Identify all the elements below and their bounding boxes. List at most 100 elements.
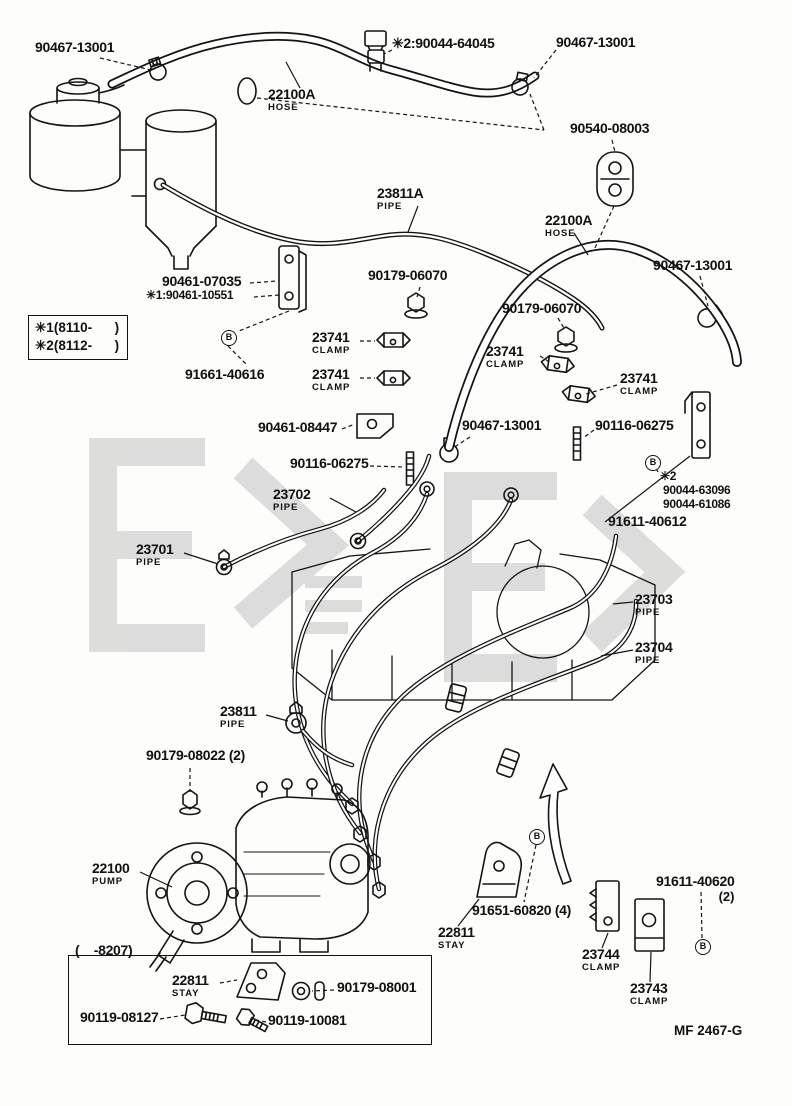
part-number: 90116-06275 bbox=[595, 417, 674, 433]
part-qty: (2) bbox=[718, 888, 735, 904]
part-label-star2: ✳2 bbox=[660, 470, 676, 483]
range-text: ( -8207) bbox=[75, 942, 133, 958]
part-label-91661-40616: 91661-40616 bbox=[185, 366, 265, 382]
part-number: 90467-13001 bbox=[556, 34, 636, 50]
early-production-group-box bbox=[68, 955, 432, 1045]
part-number: 23741 bbox=[486, 343, 524, 359]
part-label-90179-06070-b: 90179-06070 bbox=[502, 300, 582, 316]
part-name: CLAMP bbox=[620, 385, 659, 397]
part-number: 91611-40620 bbox=[656, 873, 735, 889]
stud-left bbox=[405, 451, 415, 486]
part-number: 23741 bbox=[620, 370, 658, 386]
part-label-90116-06275-left: 90116-06275 bbox=[290, 455, 369, 471]
part-label-90116-06275-right: 90116-06275 bbox=[595, 417, 674, 433]
callout-marker-b-3: B bbox=[529, 829, 545, 845]
part-name: CLAMP bbox=[582, 961, 621, 973]
watermark bbox=[89, 438, 686, 682]
part-name: STAY bbox=[438, 939, 466, 951]
fuel-filter bbox=[29, 77, 257, 270]
stay-22811-lower bbox=[236, 962, 286, 1001]
applicability-note-box: ✳1(8110- ) ✳2(8112- ) bbox=[28, 315, 129, 361]
part-label-90461-07035: 90461-07035 bbox=[162, 273, 242, 289]
hose-22100a-right bbox=[444, 239, 742, 452]
stay-22811-upper bbox=[476, 841, 523, 898]
hose-joint bbox=[364, 30, 387, 72]
part-number: 90116-06275 bbox=[290, 455, 369, 471]
part-label-90461-10551: ✳1:90461-10551 bbox=[146, 288, 234, 302]
part-number: 91661-40616 bbox=[185, 366, 265, 382]
injection-pipes bbox=[215, 453, 639, 892]
part-name: CLAMP bbox=[630, 995, 669, 1007]
part-label-90467-13001-top-left: 90467-13001 bbox=[35, 39, 115, 55]
pipe-23811a bbox=[160, 182, 605, 331]
part-label-90179-08022: 90179-08022 (2) bbox=[146, 748, 245, 763]
part-label-90461-08447: 90461-08447 bbox=[258, 420, 338, 435]
part-number: 22100A bbox=[545, 212, 593, 228]
part-number: 23811A bbox=[377, 185, 424, 201]
bolt-08127-part bbox=[184, 1002, 227, 1025]
part-label-91651-60820: 91651-60820 (4) bbox=[472, 903, 571, 918]
part-number: 90179-06070 bbox=[502, 300, 582, 316]
part-number: 90467-13001 bbox=[653, 257, 733, 273]
pipe-clamp-23741-a bbox=[376, 332, 411, 348]
part-number: 90461-07035 bbox=[162, 273, 242, 289]
part-number: 90044-61086 bbox=[663, 497, 731, 511]
part-label-90044-64045: ✳2:90044-64045 bbox=[392, 36, 495, 51]
callout-marker-b-2: B bbox=[645, 455, 661, 471]
part-number: 90179-06070 bbox=[368, 267, 448, 283]
part-number: 90467-13001 bbox=[35, 39, 115, 55]
part-number: 90179-08001 bbox=[337, 979, 417, 995]
part-name: CLAMP bbox=[312, 344, 351, 356]
part-number: ✳1:90461-10551 bbox=[146, 288, 234, 302]
part-name: PIPE bbox=[635, 606, 661, 618]
part-number: 90044-63096 bbox=[663, 483, 731, 497]
part-name: PIPE bbox=[220, 718, 246, 730]
bracket-08447 bbox=[356, 413, 394, 439]
part-name: HOSE bbox=[545, 227, 576, 239]
part-name: PIPE bbox=[136, 556, 162, 568]
part-number: 23741 bbox=[312, 329, 350, 345]
part-name: HOSE bbox=[268, 101, 299, 113]
grommet-90540 bbox=[596, 151, 634, 207]
part-label-90179-06070-a: 90179-06070 bbox=[368, 267, 448, 283]
part-number: 91651-60820 (4) bbox=[472, 902, 572, 918]
part-number: 90179-08022 (2) bbox=[146, 747, 246, 763]
part-name: STAY bbox=[172, 987, 200, 999]
part-name: PIPE bbox=[635, 654, 661, 666]
clamp-23743-part bbox=[634, 898, 665, 952]
union-nut-b bbox=[554, 326, 578, 353]
part-number: 22811 bbox=[172, 972, 209, 988]
part-number: 23703 bbox=[635, 591, 673, 607]
part-label-90467-13001-top-right: 90467-13001 bbox=[556, 34, 636, 50]
hose-clamp-top-right bbox=[511, 71, 529, 96]
bracket-07035 bbox=[278, 245, 307, 313]
bracket-40612 bbox=[684, 391, 711, 459]
part-label-91611-40612: 91611-40612 bbox=[608, 514, 687, 529]
part-number: 23744 bbox=[582, 946, 620, 962]
part-number: 22811 bbox=[438, 924, 475, 940]
nut-08022 bbox=[179, 789, 201, 816]
part-name: CLAMP bbox=[486, 358, 525, 370]
injection-pump bbox=[146, 778, 386, 972]
part-number: 23741 bbox=[312, 366, 350, 382]
clamp-23744-part bbox=[589, 880, 620, 932]
part-label-90179-08001: 90179-08001 bbox=[337, 979, 417, 995]
part-name: PUMP bbox=[92, 875, 124, 887]
union-nut-a bbox=[404, 292, 428, 319]
part-label-90467-13001-mid: 90467-13001 bbox=[462, 418, 542, 433]
part-number: 23701 bbox=[136, 541, 174, 557]
pipe-clamp-23741-b bbox=[376, 370, 411, 386]
grommet-08001-part bbox=[291, 981, 325, 1001]
callout-marker-b-4: B bbox=[695, 939, 711, 955]
part-label-90044-61086: 90044-61086 bbox=[663, 497, 731, 511]
